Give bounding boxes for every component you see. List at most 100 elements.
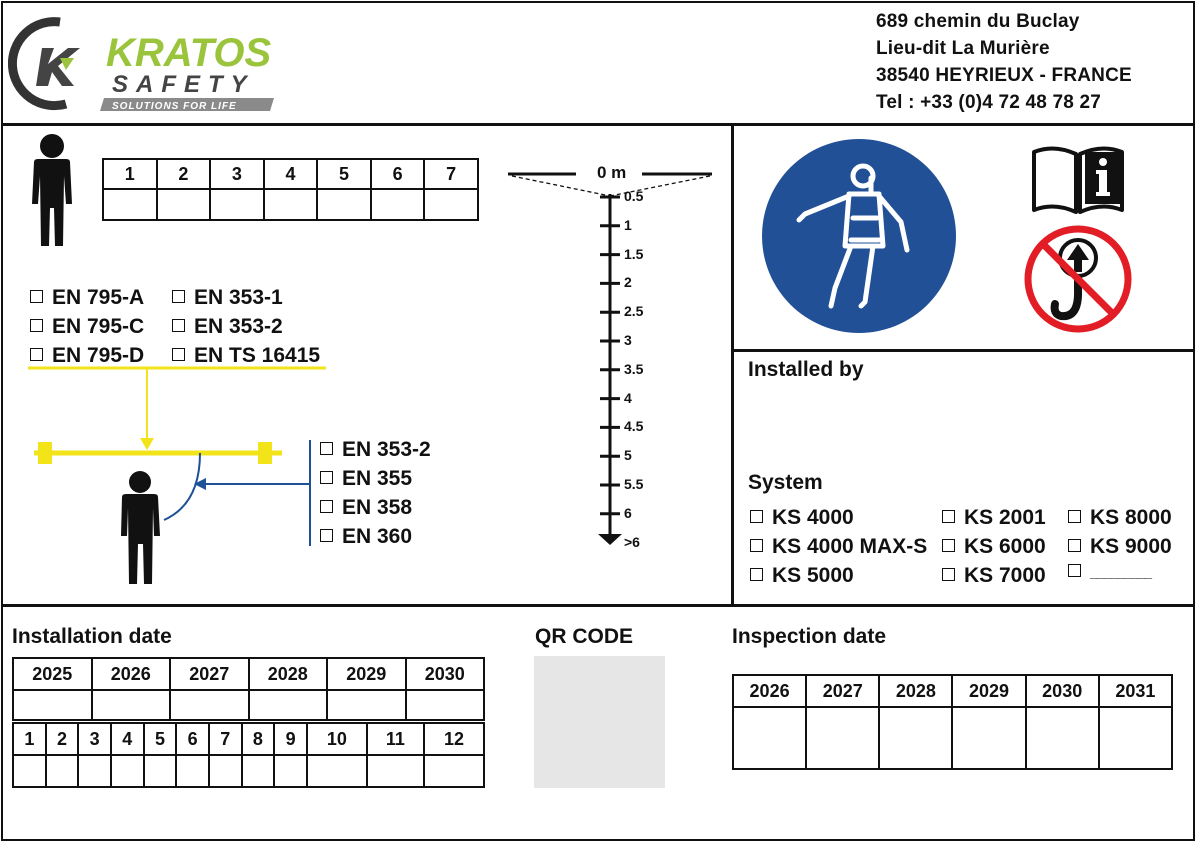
- year-check-cell[interactable]: [326, 689, 407, 721]
- month-check-cell[interactable]: [273, 754, 308, 788]
- system-checkbox[interactable]: KS 8000: [1068, 506, 1172, 530]
- year-check-cell[interactable]: [247, 689, 328, 721]
- checkbox-icon[interactable]: [30, 319, 43, 332]
- inspection-date-label: Inspection date: [732, 625, 887, 648]
- checkbox-icon[interactable]: [30, 348, 43, 361]
- user-cell[interactable]: [155, 188, 212, 221]
- user-number: 3: [209, 158, 265, 190]
- standard-checkbox[interactable]: EN 795-D: [30, 344, 144, 368]
- checkbox-icon[interactable]: [942, 510, 955, 523]
- system-checkbox[interactable]: KS 9000: [1068, 535, 1172, 559]
- year-check-cell[interactable]: [169, 689, 250, 721]
- scale-tick-label: 2: [624, 274, 632, 291]
- system-checkbox[interactable]: KS 5000: [750, 564, 854, 588]
- scale-tick-label: 4: [624, 389, 632, 406]
- month-check-cell[interactable]: [175, 754, 210, 788]
- system-checkbox[interactable]: KS 2001: [942, 506, 1046, 530]
- month-cell: 9: [273, 722, 308, 756]
- user-number: 4: [262, 158, 319, 190]
- checkbox-icon[interactable]: [750, 510, 763, 523]
- checkbox-icon[interactable]: [172, 348, 185, 361]
- standard-checkbox[interactable]: EN 353-1: [172, 286, 283, 310]
- logo-name-2: SAFETY: [112, 71, 255, 98]
- lanyard-standard-checkbox[interactable]: EN 355: [320, 467, 412, 491]
- user-cell[interactable]: [369, 188, 426, 221]
- system-checkbox[interactable]: KS 7000: [942, 564, 1046, 588]
- address-line: 689 chemin du Buclay: [876, 11, 1080, 32]
- harness-mandatory-icon: [761, 138, 957, 339]
- checkbox-icon[interactable]: [942, 568, 955, 581]
- inspection-check-cell[interactable]: [731, 706, 808, 770]
- inspection-check-cell[interactable]: [951, 706, 1027, 770]
- month-check-cell[interactable]: [305, 754, 368, 788]
- system-checkbox[interactable]: KS 6000: [942, 535, 1046, 559]
- inspection-check-cell[interactable]: [1024, 706, 1100, 770]
- installed-by-label: Installed by: [748, 358, 864, 381]
- month-cell: 12: [422, 722, 486, 756]
- inspection-check-cell[interactable]: [878, 706, 954, 770]
- inspection-check-cell[interactable]: [805, 706, 881, 770]
- month-check-cell[interactable]: [109, 754, 145, 788]
- user-cell[interactable]: [209, 188, 265, 221]
- inspection-year-cell: 2027: [805, 674, 881, 708]
- year-check-cell[interactable]: [404, 689, 485, 721]
- lanyard-standard-checkbox[interactable]: EN 353-2: [320, 438, 431, 462]
- inspection-year-cell: 2029: [951, 674, 1027, 708]
- month-check-cell[interactable]: [12, 754, 47, 788]
- scale-tick-label: 3: [624, 332, 632, 348]
- scale-tick-label: 5: [624, 447, 632, 464]
- checkbox-icon[interactable]: [320, 500, 333, 513]
- scale-tick-label: 5.5: [624, 476, 644, 492]
- scale-tick-label: 0.5: [624, 188, 644, 204]
- inspection-check-cell[interactable]: [1097, 706, 1174, 770]
- checkbox-icon[interactable]: [1068, 510, 1081, 523]
- divider-footer: [1, 604, 1195, 607]
- user-cell[interactable]: [316, 188, 372, 221]
- lanyard-standard-checkbox[interactable]: EN 360: [320, 525, 412, 549]
- year-check-cell[interactable]: [90, 689, 171, 721]
- person-icon: [26, 132, 78, 253]
- user-cell[interactable]: [262, 188, 319, 221]
- no-lifting-hook-icon: [1023, 224, 1133, 339]
- year-cell: 2030: [404, 657, 485, 691]
- checkbox-icon[interactable]: [750, 539, 763, 552]
- standard-checkbox[interactable]: EN 353-2: [172, 315, 283, 339]
- checkbox-icon[interactable]: [172, 319, 185, 332]
- month-check-cell[interactable]: [142, 754, 178, 788]
- year-cell: 2027: [169, 657, 250, 691]
- checkbox-icon[interactable]: [942, 539, 955, 552]
- checkbox-icon[interactable]: [1068, 564, 1081, 577]
- user-number: 2: [155, 158, 212, 190]
- checkbox-icon[interactable]: [172, 290, 185, 303]
- lanyard-standard-checkbox[interactable]: EN 358: [320, 496, 412, 520]
- checkbox-icon[interactable]: [30, 290, 43, 303]
- system-label: System: [748, 471, 823, 494]
- year-cell: 2029: [326, 657, 407, 691]
- scale-tick-label: 6: [624, 504, 632, 521]
- month-cell: 7: [207, 722, 243, 756]
- year-check-cell[interactable]: [12, 689, 93, 721]
- month-check-cell[interactable]: [207, 754, 243, 788]
- standard-checkbox[interactable]: EN TS 16415: [172, 344, 320, 368]
- system-checkbox[interactable]: KS 4000: [750, 506, 854, 530]
- inspection-year-cell: 2028: [878, 674, 954, 708]
- user-cell[interactable]: [423, 188, 479, 221]
- month-check-cell[interactable]: [365, 754, 425, 788]
- checkbox-icon[interactable]: [1068, 539, 1081, 552]
- month-check-cell[interactable]: [422, 754, 486, 788]
- month-check-cell[interactable]: [44, 754, 80, 788]
- system-checkbox-other[interactable]: _________: [1068, 564, 1152, 580]
- standard-checkbox[interactable]: EN 795-C: [30, 315, 144, 339]
- month-cell: 3: [77, 722, 112, 756]
- installation-date-label: Installation date: [12, 625, 172, 648]
- user-cell[interactable]: [102, 188, 158, 221]
- system-checkbox[interactable]: KS 4000 MAX-S: [750, 535, 927, 559]
- standard-checkbox[interactable]: EN 795-A: [30, 286, 144, 310]
- checkbox-icon[interactable]: [320, 529, 333, 542]
- checkbox-icon[interactable]: [320, 471, 333, 484]
- checkbox-icon[interactable]: [320, 442, 333, 455]
- month-check-cell[interactable]: [77, 754, 112, 788]
- month-check-cell[interactable]: [240, 754, 276, 788]
- checkbox-icon[interactable]: [750, 568, 763, 581]
